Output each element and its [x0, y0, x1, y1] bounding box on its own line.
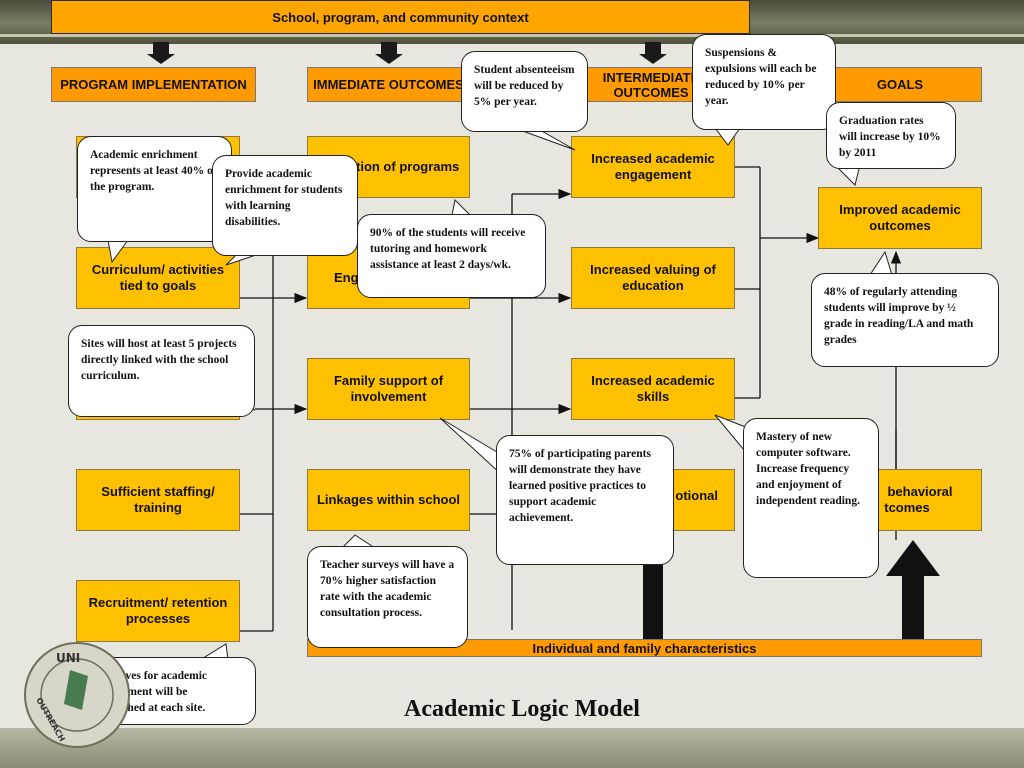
- goal-outcomes-text: tcomes: [884, 500, 930, 515]
- callout-software: Mastery of new computer software. Increa…: [743, 418, 879, 578]
- intermediate-box-skills: Increased academic skills: [571, 358, 735, 420]
- callout-absenteeism: Student absenteeism will be reduced by 5…: [461, 51, 588, 132]
- program-box-recruitment: Recruitment/ retention processes: [76, 580, 240, 642]
- callout-graduation: Graduation rates will increase by 10% by…: [826, 102, 956, 169]
- immediate-box-family-support: Family support of involvement: [307, 358, 470, 420]
- program-box-curriculum: Curriculum/ activities tied to goals: [76, 247, 240, 309]
- university-seal-logo: UNI OUTREACH: [24, 642, 130, 748]
- intermediate-emotional-text: otional: [675, 487, 718, 503]
- intermediate-box-valuing: Increased valuing of education: [571, 247, 735, 309]
- callout-academic-enrichment: Academic enrichment represents at least …: [77, 136, 232, 242]
- immediate-box-linkages: Linkages within school: [307, 469, 470, 531]
- bottom-banner: [0, 728, 1024, 768]
- callout-learning-disabilities: Provide academic enrichment for students…: [212, 155, 358, 256]
- goal-behavioral-text: behavioral: [887, 484, 953, 499]
- diagram-title: Academic Logic Model: [404, 696, 640, 722]
- callout-teacher: Teacher surveys will have a 70% higher s…: [307, 546, 468, 648]
- callout-sites: Sites will host at least 5 projects dire…: [68, 325, 255, 417]
- header-goals: GOALS: [818, 67, 982, 102]
- goal-box-academic: Improved academic outcomes: [818, 187, 982, 249]
- callout-grades: 48% of regularly attending students will…: [811, 273, 999, 367]
- individual-family-bar: Individual and family characteristics: [307, 639, 982, 657]
- callout-tutoring: 90% of the students will receive tutorin…: [357, 214, 546, 298]
- intermediate-box-engagement: Increased academic engagement: [571, 136, 735, 198]
- program-box-staffing: Sufficient staffing/ training: [76, 469, 240, 531]
- svg-text:UNI: UNI: [56, 651, 80, 665]
- context-bar: School, program, and community context: [51, 0, 750, 34]
- callout-parents: 75% of participating parents will demons…: [496, 435, 674, 565]
- callout-suspensions: Suspensions & expulsions will each be re…: [692, 34, 836, 130]
- header-program-implementation: PROGRAM IMPLEMENTATION: [51, 67, 256, 102]
- header-immediate-outcomes: IMMEDIATE OUTCOMES: [307, 67, 470, 102]
